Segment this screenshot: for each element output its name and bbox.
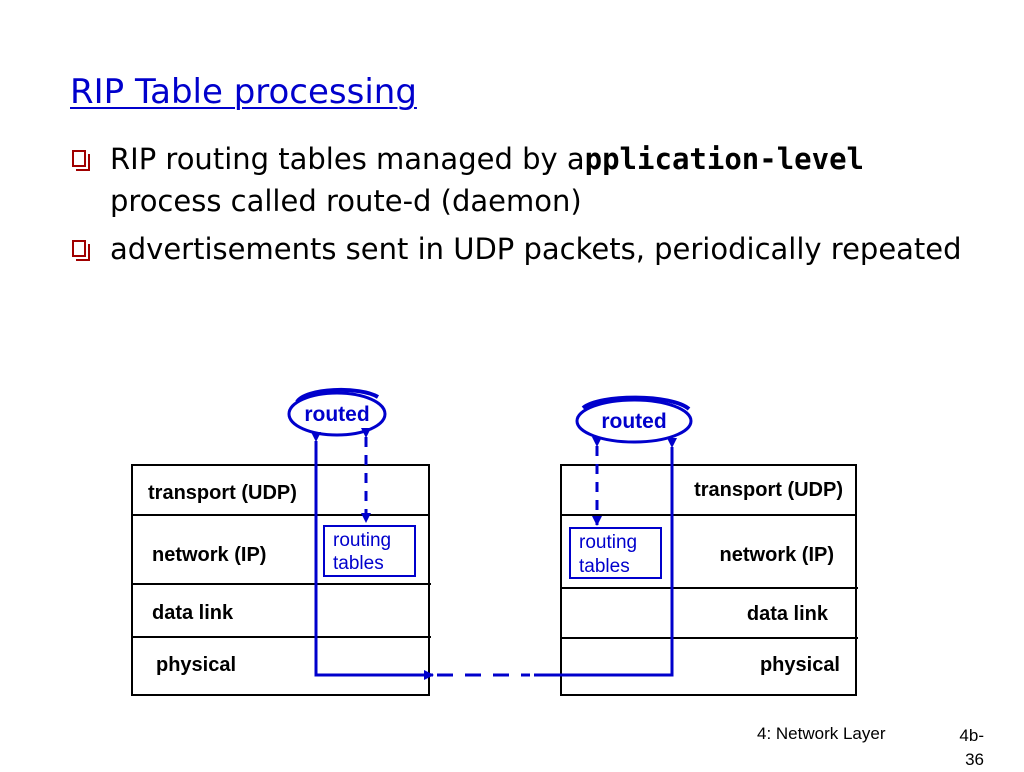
layer-physical: physical xyxy=(156,654,236,676)
bullet-list: RIP routing tables managed by applicatio… xyxy=(72,138,972,276)
routed-ellipse-shade xyxy=(295,387,380,404)
bullet-item: advertisements sent in UDP packets, peri… xyxy=(72,228,972,270)
layer-physical: physical xyxy=(760,654,840,676)
layer-transport: transport (UDP) xyxy=(694,479,843,501)
page-number-line: 4b- xyxy=(959,726,984,745)
routed-label: routed xyxy=(601,410,666,433)
routing-tables-box xyxy=(569,527,662,579)
routing-tables-label: routing xyxy=(333,530,391,551)
layer-transport: transport (UDP) xyxy=(148,482,297,504)
right-stack-frame xyxy=(560,464,857,696)
routing-tables-label: tables xyxy=(579,556,630,577)
routed-label: routed xyxy=(304,403,369,426)
routed-process xyxy=(575,398,693,444)
bullet-item: RIP routing tables managed by applicatio… xyxy=(72,138,972,222)
bullet-bold-text: pplication-level xyxy=(584,142,864,176)
layer-network: network (IP) xyxy=(720,544,834,566)
right-datapath xyxy=(534,438,677,677)
slide-title: RIP Table processing xyxy=(70,72,417,112)
layer-network: network (IP) xyxy=(152,544,266,566)
routing-tables-label: tables xyxy=(333,553,384,574)
routing-tables-label: routing xyxy=(579,532,637,553)
square-bullet-icon xyxy=(72,240,90,261)
bullet-text: advertisements sent in UDP packets, peri… xyxy=(110,232,962,266)
layer-datalink: data link xyxy=(747,603,829,625)
right-host-stack: transport (UDP) network (IP) data link p… xyxy=(534,395,858,696)
footer-label: 4: Network Layer xyxy=(757,724,886,743)
layer-datalink: data link xyxy=(152,602,234,624)
bullet-text: RIP routing tables managed by a xyxy=(110,142,585,176)
left-host-stack: transport (UDP) network (IP) data link p… xyxy=(131,387,434,696)
page-number: 4b- 36 xyxy=(944,724,984,772)
square-bullet-icon xyxy=(72,150,90,171)
bullet-text: process called route-d (daemon) xyxy=(110,184,582,218)
routed-ellipse-shade xyxy=(581,395,691,411)
left-datapath xyxy=(311,432,434,680)
page-number-line: 36 xyxy=(965,750,984,769)
